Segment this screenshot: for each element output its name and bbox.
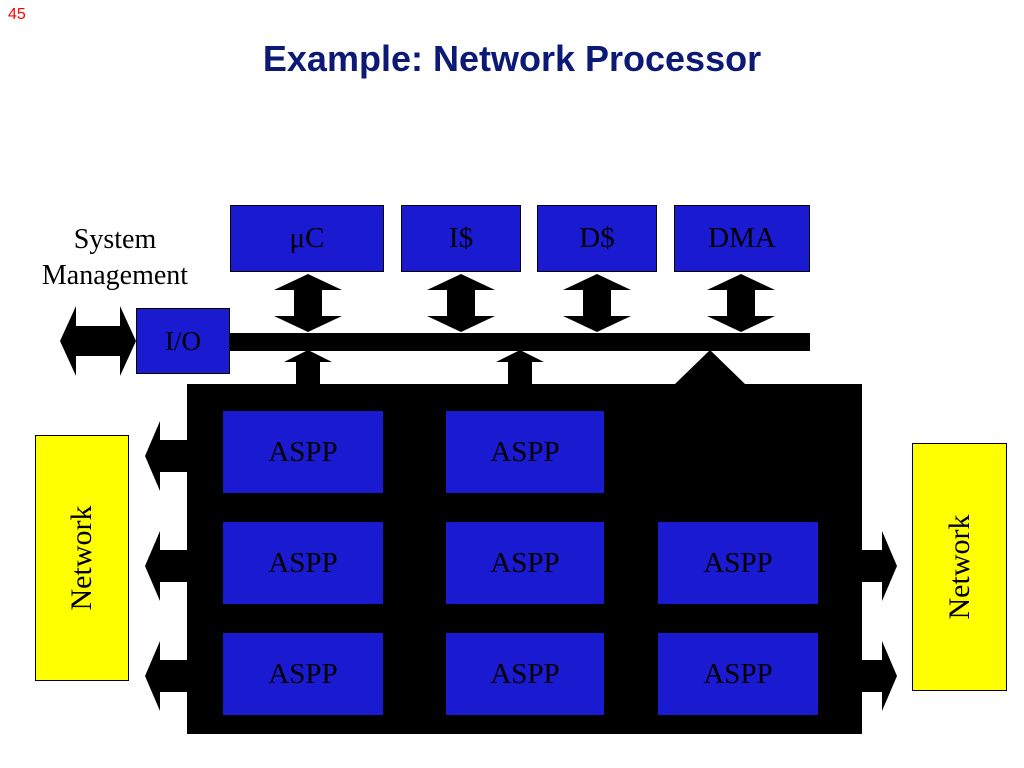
system-management-line2: Management: [41, 260, 189, 291]
aspp-block-r3c3: ASPP: [657, 632, 819, 716]
io-block: I/O: [136, 308, 230, 374]
aspp-block-r2c2: ASPP: [445, 521, 605, 605]
aspp-block-r1c1: ASPP: [222, 410, 384, 494]
right-network-arrows: [862, 531, 897, 711]
aspp-block-r3c1: ASPP: [222, 632, 384, 716]
dcache-bus-arrow: [563, 274, 631, 332]
icache-bus-arrow: [427, 274, 495, 332]
aspp-block-r1c2: ASPP: [445, 410, 605, 494]
bus-array-arrow-1: [284, 350, 332, 384]
slide-title: Example: Network Processor: [262, 38, 762, 79]
system-management-arrow: [60, 306, 136, 376]
icache-block: I$: [401, 205, 521, 272]
dcache-block: D$: [537, 205, 657, 272]
aspp-block-r2c1: ASPP: [222, 521, 384, 605]
network-left-label: Network: [65, 505, 98, 611]
network-right-box: Network: [912, 443, 1007, 691]
system-management-line1: System: [73, 224, 157, 255]
aspp-block-r3c2: ASPP: [445, 632, 605, 716]
network-left-box: Network: [35, 435, 129, 681]
microcontroller-block: μC: [230, 205, 384, 272]
dma-bus-arrow: [707, 274, 775, 332]
left-network-arrows: [145, 421, 187, 711]
network-right-label: Network: [942, 514, 976, 620]
system-bus: [228, 333, 810, 351]
bus-array-arrow-2: [496, 350, 544, 384]
bus-array-connector: [675, 350, 745, 384]
uc-bus-arrow: [274, 274, 342, 332]
dma-block: DMA: [674, 205, 810, 272]
aspp-block-r2c3: ASPP: [657, 521, 819, 605]
system-management-label: System Management: [20, 222, 210, 294]
slide-number: 45: [8, 6, 26, 23]
